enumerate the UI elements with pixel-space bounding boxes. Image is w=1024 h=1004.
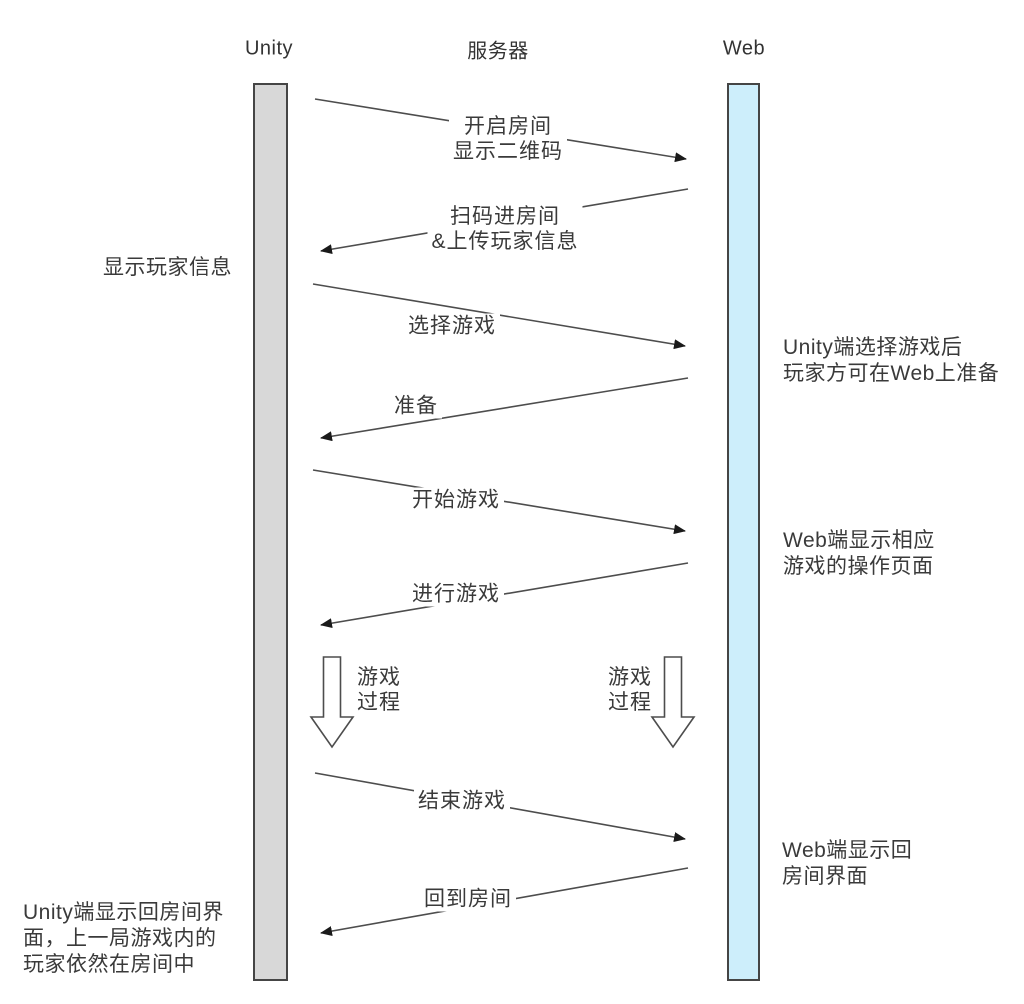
proc-line: 游戏 <box>357 666 401 689</box>
message-arrow-play-game <box>320 562 689 629</box>
message-arrow-ready <box>320 377 689 442</box>
note-line: 房间界面 <box>782 865 868 888</box>
server-label: 服务器 <box>467 40 529 63</box>
label-line: 进行游戏 <box>412 582 500 606</box>
note-unity-select-game: Unity端选择游戏后 玩家方可在Web上准备 <box>783 335 999 387</box>
label-line: 选择游戏 <box>408 314 496 338</box>
note-web-game-page: Web端显示相应 游戏的操作页面 <box>783 528 935 580</box>
note-line: Web端显示相应 <box>783 529 935 552</box>
note-line: 玩家依然在房间中 <box>23 953 195 976</box>
game-process-arrow-right <box>650 656 696 749</box>
note-line: Unity端选择游戏后 <box>783 336 963 359</box>
note-line: 面，上一局游戏内的 <box>23 927 217 950</box>
game-process-label-left: 游戏 过程 <box>357 665 401 715</box>
note-show-player-info: 显示玩家信息 <box>103 255 232 281</box>
message-label-back-room: 回到房间 <box>420 886 516 912</box>
label-line: 开启房间 <box>464 115 552 138</box>
note-line: 显示玩家信息 <box>103 256 232 279</box>
label-line: 扫码进房间 <box>449 205 560 228</box>
label-line: 显示二维码 <box>453 140 563 163</box>
label-line: 结束游戏 <box>418 789 506 813</box>
message-label-end-game: 结束游戏 <box>414 788 510 814</box>
web-activation-bar <box>727 83 760 981</box>
message-label-select-game: 选择游戏 <box>404 313 500 339</box>
unity-lifeline-label: Unity <box>244 37 294 60</box>
note-line: 玩家方可在Web上准备 <box>783 362 1000 385</box>
proc-line: 游戏 <box>608 666 652 689</box>
note-line: Unity端显示回房间界 <box>23 901 224 924</box>
message-label-start-game: 开始游戏 <box>408 487 504 513</box>
proc-line: 过程 <box>608 691 652 714</box>
note-line: 游戏的操作页面 <box>783 555 934 578</box>
web-lifeline-label: Web <box>722 37 766 60</box>
label-line: &上传玩家信息 <box>431 230 579 253</box>
label-line: 开始游戏 <box>412 488 500 512</box>
label-line: 回到房间 <box>424 887 512 911</box>
game-process-arrow-left <box>309 656 355 749</box>
label-line: 准备 <box>394 394 438 418</box>
message-label-open-room: 开启房间 显示二维码 <box>449 114 567 164</box>
message-label-scan-enter: 扫码进房间 &上传玩家信息 <box>427 204 583 254</box>
message-label-ready: 准备 <box>390 393 442 419</box>
note-line: Web端显示回 <box>782 839 913 862</box>
game-process-label-right: 游戏 过程 <box>604 665 652 715</box>
note-web-back-room: Web端显示回 房间界面 <box>782 838 912 890</box>
unity-activation-bar <box>253 83 288 981</box>
message-label-play-game: 进行游戏 <box>408 581 504 607</box>
note-unity-back-room: Unity端显示回房间界 面，上一局游戏内的 玩家依然在房间中 <box>23 900 224 978</box>
proc-line: 过程 <box>357 691 401 714</box>
